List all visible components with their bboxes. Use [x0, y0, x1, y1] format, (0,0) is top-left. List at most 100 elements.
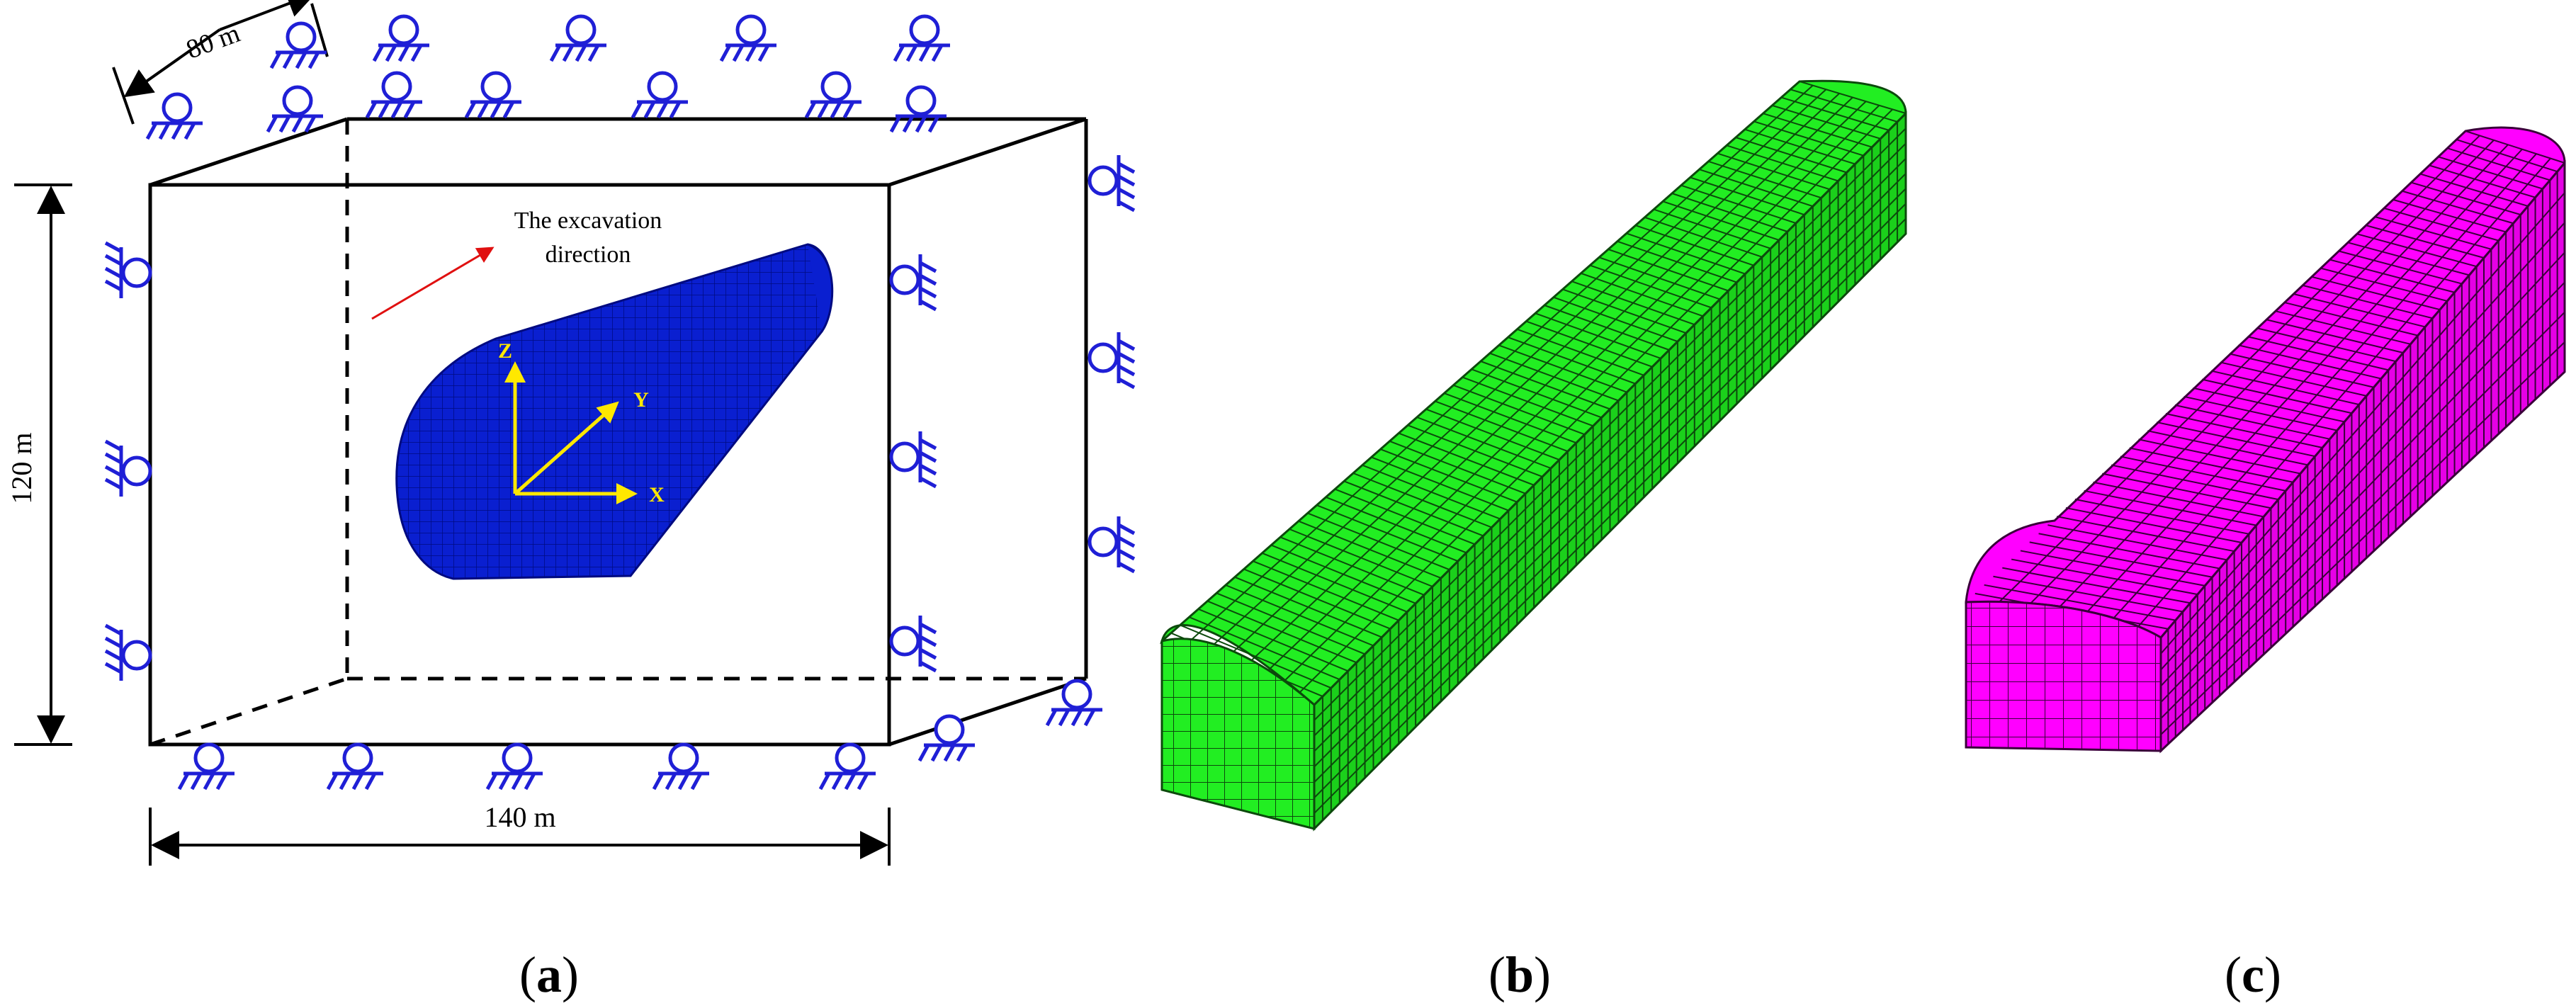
excavation-direction-arrow [371, 247, 495, 320]
mesh-line [2104, 153, 2537, 628]
mesh-line [2120, 455, 2286, 492]
roller-support-icon [920, 716, 975, 761]
mesh-line [2202, 378, 2352, 414]
support-group-right [891, 155, 1134, 671]
mesh-line [2174, 404, 2330, 440]
caption-c: (c) [2225, 946, 2281, 1003]
annotation-line-1: The excavation [514, 208, 662, 234]
mesh-line [2265, 319, 2404, 353]
roller-support-icon [106, 625, 150, 681]
mesh-line [2247, 336, 2389, 371]
mesh-line [2429, 164, 2536, 198]
mesh-line [2310, 276, 2441, 311]
mesh-line [2021, 140, 2495, 613]
roller-support-icon [633, 73, 688, 118]
roller-support-icon [891, 616, 936, 671]
mesh-lines-c [1965, 130, 2565, 751]
mesh-line [2256, 327, 2396, 363]
panel-b: (b) [1160, 79, 1907, 1003]
mesh-line [2084, 489, 2256, 526]
roller-support-icon [374, 16, 429, 61]
mesh-line [2410, 181, 2521, 216]
dim-depth-label: 80 m [183, 18, 244, 65]
mesh-line [1294, 108, 1893, 698]
mesh-line [1993, 135, 2480, 608]
mesh-line [2165, 413, 2323, 448]
mesh-line [2238, 344, 2382, 380]
mesh-line [2138, 438, 2301, 475]
mesh-line [1314, 158, 1906, 752]
dim-width-label: 140 m [484, 801, 555, 833]
dim-height-label: 120 m [6, 432, 38, 504]
hidden-edges [149, 119, 1086, 747]
mesh-line [1237, 96, 1853, 674]
roller-support-icon [106, 243, 150, 298]
panel-c: (c) [1965, 126, 2566, 1003]
dimension-height [14, 183, 72, 746]
mesh-line [2011, 558, 2198, 596]
mesh-line [2193, 387, 2345, 423]
mesh-line [2320, 267, 2448, 302]
panel-a: Z Y X The excavation direction 120 m 140… [6, 0, 1134, 1003]
mesh-line [2283, 301, 2418, 336]
mesh-line [2393, 198, 2507, 233]
mesh-line [1314, 188, 1906, 783]
roller-support-icon [487, 744, 543, 789]
mesh-line [2029, 541, 2213, 578]
mesh-line [2383, 207, 2499, 242]
roller-support-icon [1090, 516, 1134, 572]
mesh-line [2438, 156, 2543, 190]
roller-support-icon [820, 744, 876, 789]
roller-support-icon [654, 744, 709, 789]
mesh-line [2160, 281, 2565, 703]
roller-support-icon [106, 441, 150, 497]
dimension-depth [112, 0, 329, 125]
roller-support-icon [1090, 155, 1134, 210]
mesh-lines-b [1161, 81, 1906, 829]
mesh-line [2210, 370, 2360, 406]
roller-support-icon [328, 744, 383, 789]
support-group-bottom [179, 681, 1102, 789]
mesh-line [2302, 284, 2433, 319]
axis-triad [504, 361, 638, 504]
mesh-line [2374, 215, 2492, 250]
mesh-line [2156, 421, 2315, 458]
mesh-line [2329, 259, 2455, 293]
mesh-line [2184, 395, 2337, 431]
roller-support-icon [367, 73, 422, 118]
mesh-line [1199, 89, 1827, 658]
mesh-line [2365, 225, 2485, 259]
mesh-line [1256, 101, 1867, 681]
mesh-line [1314, 128, 1906, 721]
support-group-left [106, 243, 150, 681]
roller-support-icon [466, 73, 521, 118]
tunnel-a [395, 243, 834, 580]
mesh-line [2047, 524, 2227, 561]
mesh-line [2056, 516, 2235, 553]
mesh-line [2093, 481, 2264, 518]
roller-support-icon [891, 87, 947, 132]
mesh-line [2065, 507, 2242, 543]
roller-support-icon [806, 73, 862, 118]
roller-support-icon [891, 431, 936, 487]
mesh-line [2111, 464, 2279, 501]
axis-y-label: Y [633, 388, 649, 412]
roller-support-icon [551, 16, 606, 61]
mesh-line [1314, 203, 1906, 798]
mesh-line [2160, 341, 2565, 735]
mesh-line [2220, 361, 2367, 397]
mesh-line [2020, 550, 2205, 587]
mesh-line [2229, 353, 2374, 388]
mesh-line [2401, 190, 2514, 225]
mesh-line [2456, 139, 2558, 173]
mesh-line [2160, 251, 2565, 687]
mesh-line [2049, 144, 2509, 618]
mesh-line [1314, 218, 1906, 814]
mesh-line [2338, 250, 2463, 285]
mesh-line [2293, 293, 2426, 328]
mesh-line [2002, 567, 2191, 604]
mesh-line [1993, 575, 2184, 613]
mesh-line [2038, 533, 2220, 570]
mesh-line [1218, 93, 1840, 666]
